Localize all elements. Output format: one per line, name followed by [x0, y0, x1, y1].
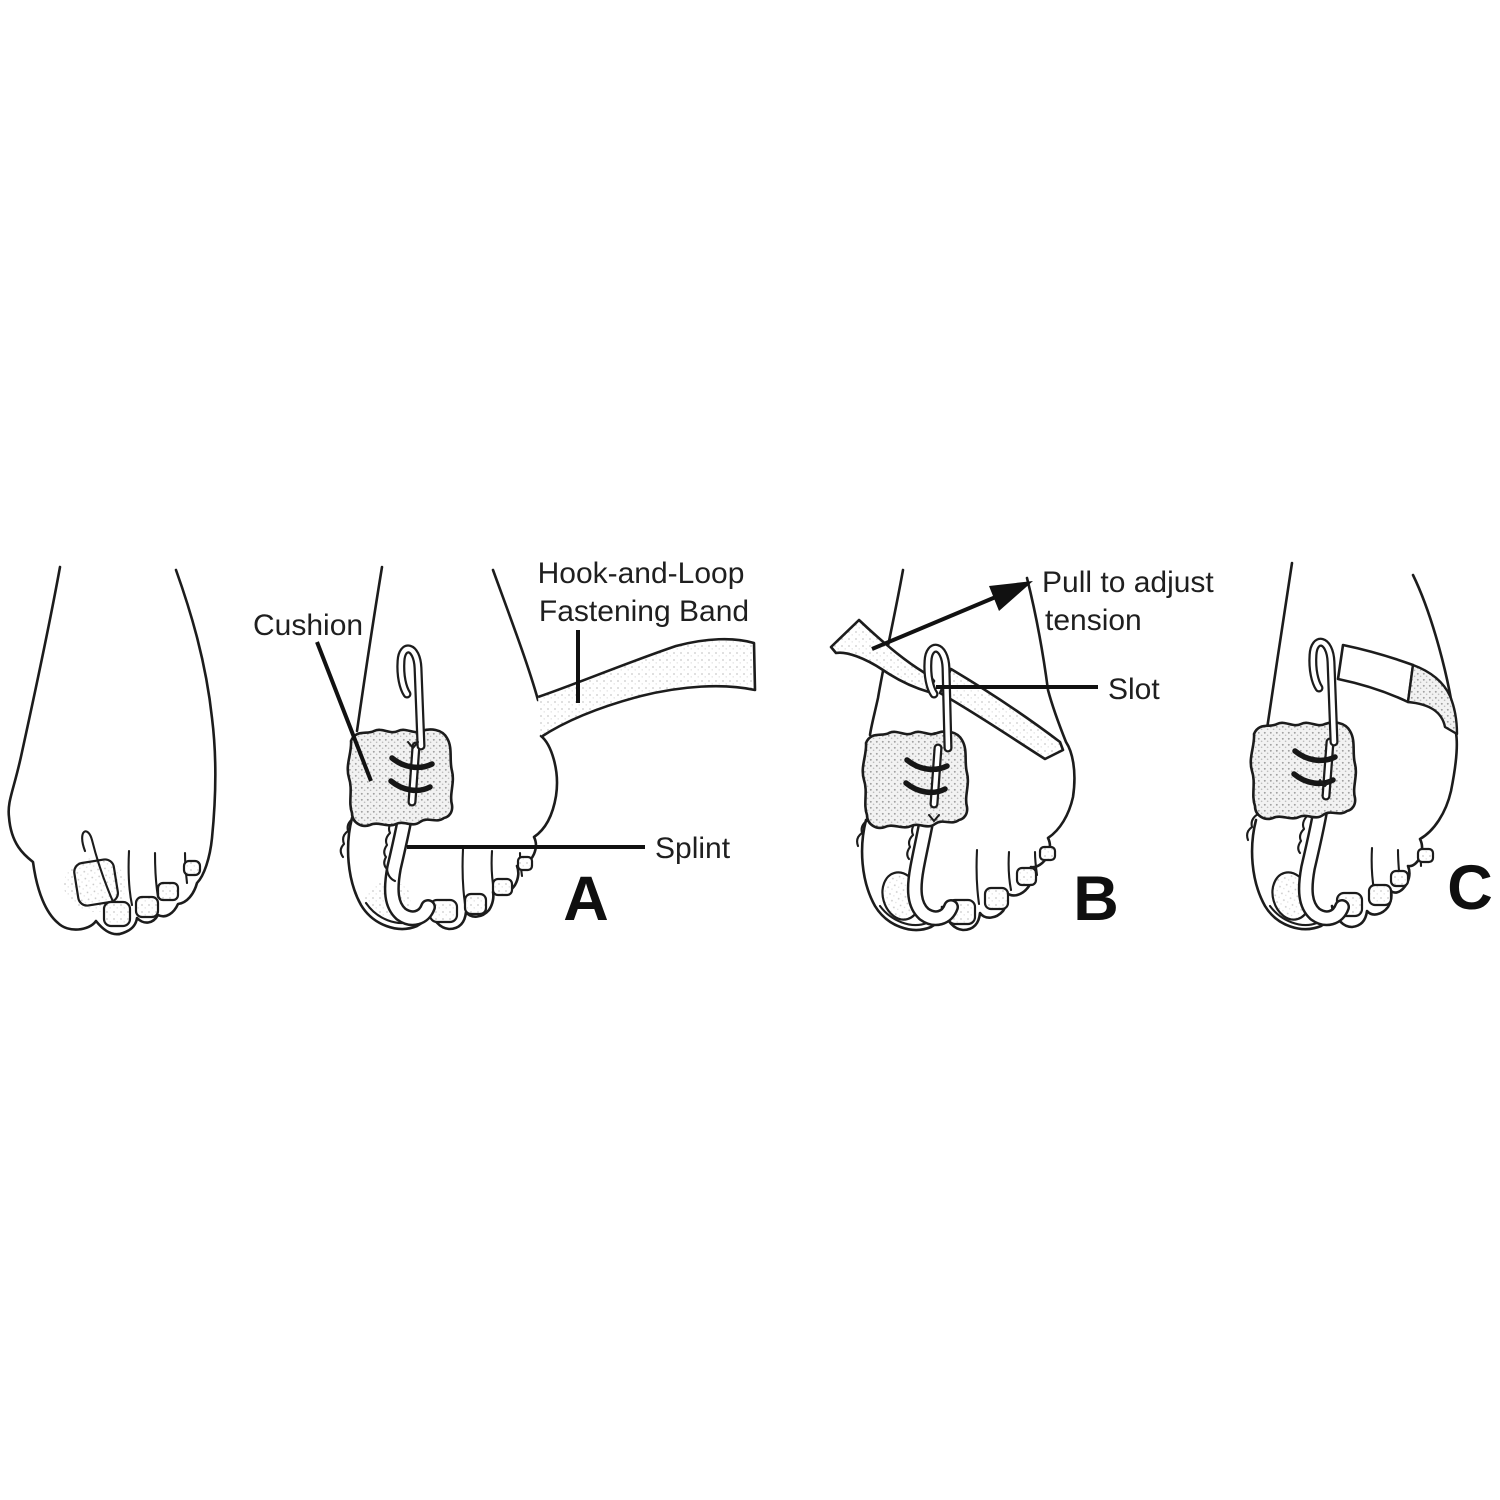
hallux-valgus-crease [81, 830, 116, 906]
cushion-pad [346, 728, 455, 828]
panel-letter-a: A [563, 864, 609, 934]
toenail [1367, 883, 1393, 907]
pull-arrow-head [989, 581, 1033, 611]
stem-chevron [406, 740, 420, 750]
band-left-flap [829, 618, 936, 694]
band-across-foot [938, 667, 1065, 761]
toenail [156, 881, 180, 902]
cushion-pad [1249, 721, 1358, 821]
panel-letter-c: C [1447, 853, 1493, 923]
cushion-wrap-scallops [1246, 812, 1309, 855]
panel-step-a: Cushion Hook-and-Loop Fastening Band Spl… [253, 557, 757, 934]
stem-chevron [927, 813, 941, 823]
big-toenail [73, 858, 119, 907]
splint-stem-inner [1323, 739, 1333, 799]
panel-letter-b: B [1073, 864, 1119, 934]
toenail [102, 900, 132, 928]
band-strap-fastened-end [1406, 663, 1459, 736]
splint-label: Splint [655, 832, 731, 865]
toenail [463, 892, 488, 916]
hook-and-loop-band [537, 637, 757, 739]
toenail [491, 877, 514, 897]
band-label-line1: Hook-and-Loop [538, 557, 745, 590]
splint-blade-inner [1300, 734, 1348, 924]
toenail [1015, 866, 1038, 887]
toenail [983, 886, 1010, 911]
splint-hook-inner [398, 646, 424, 749]
foot-edge-right-upper [491, 568, 540, 702]
cushion-leader-line [315, 641, 373, 782]
toenail [1416, 847, 1435, 864]
panel-step-c: C [1246, 561, 1493, 931]
band-label-line2: Fastening Band [539, 595, 749, 628]
splint-hook-inner [1310, 640, 1337, 745]
cushion-wrap-scallops [339, 816, 397, 883]
pull-arrow-line [871, 589, 1011, 651]
toenail [1389, 869, 1410, 888]
pull-label-line1: Pull to adjust [1042, 566, 1214, 599]
ankle-line-left [1265, 561, 1294, 731]
toenail [134, 895, 160, 919]
cushion-wrap-scallops [856, 818, 918, 861]
cushion-slot-marks [388, 755, 435, 794]
big-toe-tip-line [1268, 904, 1319, 927]
toenail [1038, 845, 1057, 862]
foot-outline [7, 565, 217, 936]
ankle-line-left [355, 565, 384, 733]
slot-label: Slot [1108, 673, 1160, 706]
panel-step-b: Pull to adjust tension Slot B [829, 566, 1214, 934]
big-toe-tip-line [878, 904, 929, 927]
pull-label-line2: tension [1045, 604, 1142, 637]
toenail [182, 859, 202, 877]
splint-hook-inner [925, 646, 951, 751]
band-strap-front [1336, 643, 1415, 704]
ankle-line-left [868, 568, 905, 737]
cushion-label: Cushion [253, 609, 363, 642]
stem-chevron [1318, 778, 1332, 788]
foot-outline-lower [346, 734, 559, 931]
toenail [516, 855, 534, 872]
panel-bare-foot [7, 565, 217, 936]
